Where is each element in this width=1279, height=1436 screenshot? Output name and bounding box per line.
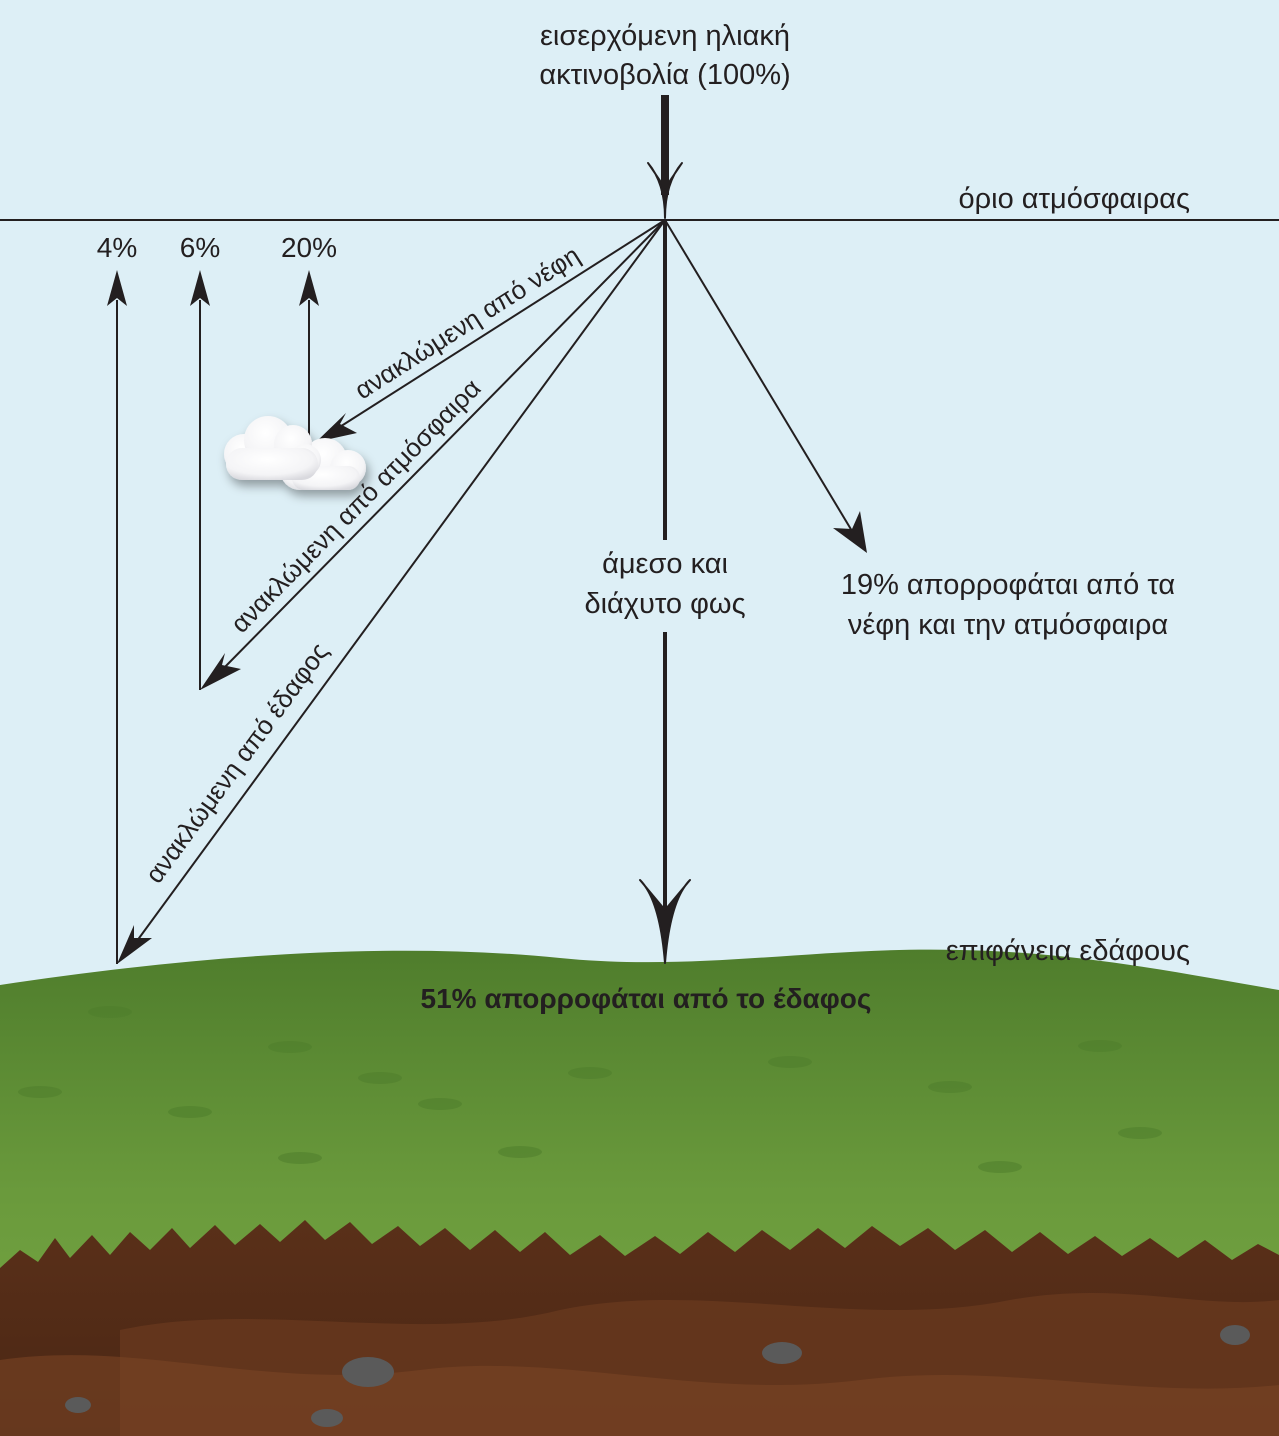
grass-spot: [928, 1081, 972, 1093]
stone: [65, 1397, 91, 1413]
stone: [311, 1409, 343, 1427]
incoming-radiation-arrow: [647, 95, 683, 219]
grass-spot: [768, 1056, 812, 1068]
absorbed-atmosphere-label-line2: νέφη και την ατμόσφαιρα: [848, 609, 1168, 641]
cloud-icon: [224, 416, 366, 490]
incoming-label-line2: ακτινοβολία (100%): [539, 59, 790, 91]
grass-spot: [978, 1161, 1022, 1173]
reflected-clouds-arrow: [299, 219, 666, 442]
grass-spot: [358, 1072, 402, 1084]
atmosphere-boundary-label: όριο ατμόσφαιρας: [959, 183, 1190, 215]
absorbed-ground-label: 51% απορροφάται από το έδαφος: [421, 983, 872, 1014]
reflected-clouds-percent: 20%: [281, 232, 337, 263]
grass-spot: [168, 1106, 212, 1118]
direct-light-label-line1: άμεσο και: [602, 548, 728, 580]
stone: [342, 1357, 394, 1387]
direct-light-label-line2: διάχυτο φως: [584, 588, 745, 620]
reflected-ground-arrow: [107, 219, 666, 964]
grass-spot: [498, 1146, 542, 1158]
reflected-atmosphere-arrow: [190, 219, 666, 690]
grass-spot: [278, 1152, 322, 1164]
absorbed-atmosphere-label-line1: 19% απορροφάται από τα: [841, 569, 1175, 601]
grass-spot: [418, 1098, 462, 1110]
ground: [0, 949, 1279, 1436]
grass-spot: [1118, 1127, 1162, 1139]
incoming-label-line1: εισερχόμενη ηλιακή: [540, 20, 790, 52]
stone: [1220, 1325, 1250, 1345]
grass-spot: [88, 1006, 132, 1018]
reflected-atmosphere-percent: 6%: [180, 232, 220, 263]
grass-spot: [268, 1041, 312, 1053]
grass-spot: [1078, 1040, 1122, 1052]
absorbed-atmosphere-arrow: [664, 219, 867, 553]
reflected-ground-percent: 4%: [97, 232, 137, 263]
ground-surface-label: επιφάνεια εδάφους: [946, 935, 1190, 967]
grass-spot: [18, 1086, 62, 1098]
grass-spot: [568, 1067, 612, 1079]
direct-light-arrow: [639, 220, 691, 964]
stone: [762, 1342, 802, 1364]
